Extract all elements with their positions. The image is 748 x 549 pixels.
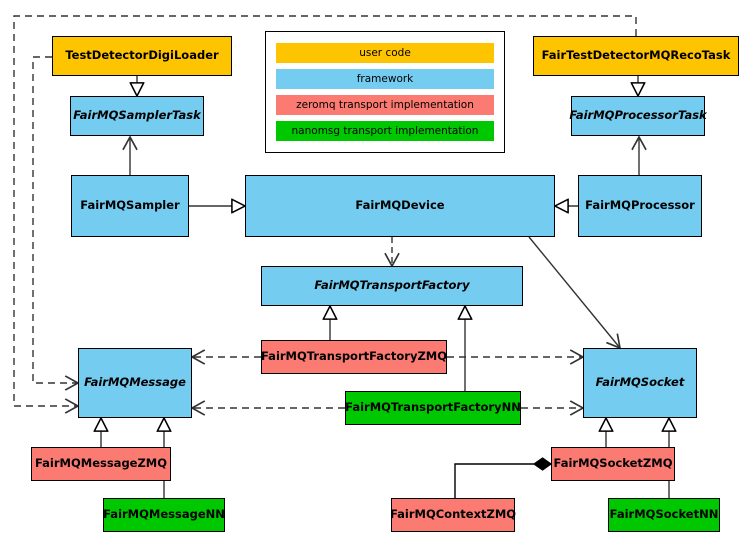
edge-recotask-message [13,15,637,406]
class-node-factorynn[interactable]: FairMQTransportFactoryNN [345,391,521,425]
class-node-label: FairMQMessageZMQ [34,456,168,471]
legend-item-label: zeromq transport implementation [296,99,474,111]
edge-digiloader-message [32,56,78,383]
class-node-label: FairMQTransportFactory [314,278,470,293]
class-node-processortask[interactable]: FairMQProcessorTask [569,96,707,136]
legend-item-zeromq: zeromq transport implementation [276,95,494,115]
class-node-label: FairMQProcessorTask [569,108,707,123]
class-node-factory[interactable]: FairMQTransportFactory [261,266,523,306]
class-node-label: FairTestDetectorMQRecoTask [541,48,731,63]
class-node-samplertask[interactable]: FairMQSamplerTask [70,96,204,136]
class-node-recotask[interactable]: FairTestDetectorMQRecoTask [533,36,739,76]
class-node-messagezmq[interactable]: FairMQMessageZMQ [31,447,171,481]
edge-contextzmq-socketzmq [454,464,551,498]
class-node-label: FairMQProcessor [585,198,695,213]
class-node-label: FairMQDevice [355,198,445,213]
class-node-socketzmq[interactable]: FairMQSocketZMQ [551,447,675,481]
class-node-socketnn[interactable]: FairMQSocketNN [608,498,720,532]
class-node-socket[interactable]: FairMQSocket [583,348,697,418]
legend-item-label: user code [359,47,411,59]
class-node-label: FairMQTransportFactoryNN [345,400,521,415]
class-node-digiloader[interactable]: TestDetectorDigiLoader [52,36,232,76]
class-node-label: FairMQSampler [80,198,180,213]
legend-item-nanomsg: nanomsg transport implementation [276,121,494,141]
class-node-label: FairMQContextZMQ [389,507,517,522]
class-node-messagenn[interactable]: FairMQMessageNN [103,498,225,532]
class-node-processor[interactable]: FairMQProcessor [578,175,702,237]
class-node-label: FairMQMessageNN [103,507,225,522]
legend-panel: user code framework zeromq transport imple… [265,31,505,153]
legend-item-framework: framework [276,69,494,89]
class-node-message[interactable]: FairMQMessage [78,348,192,418]
class-node-label: FairMQTransportFactoryZMQ [261,349,448,364]
class-node-label: TestDetectorDigiLoader [65,48,219,63]
class-node-label: FairMQSocketNN [609,507,719,522]
class-node-label: FairMQSocket [595,375,685,390]
class-node-sampler[interactable]: FairMQSampler [71,175,189,237]
class-node-device[interactable]: FairMQDevice [245,175,555,237]
legend-item-label: framework [356,73,414,85]
class-node-label: FairMQSamplerTask [73,108,201,123]
class-node-contextzmq[interactable]: FairMQContextZMQ [389,498,517,532]
legend-item-label: nanomsg transport implementation [291,125,479,137]
class-node-label: FairMQSocketZMQ [553,456,673,471]
edge-device-socket [528,236,620,348]
class-node-factoryzmq[interactable]: FairMQTransportFactoryZMQ [261,340,447,374]
legend-item-user-code: user code [276,43,494,63]
class-node-label: FairMQMessage [84,375,186,390]
